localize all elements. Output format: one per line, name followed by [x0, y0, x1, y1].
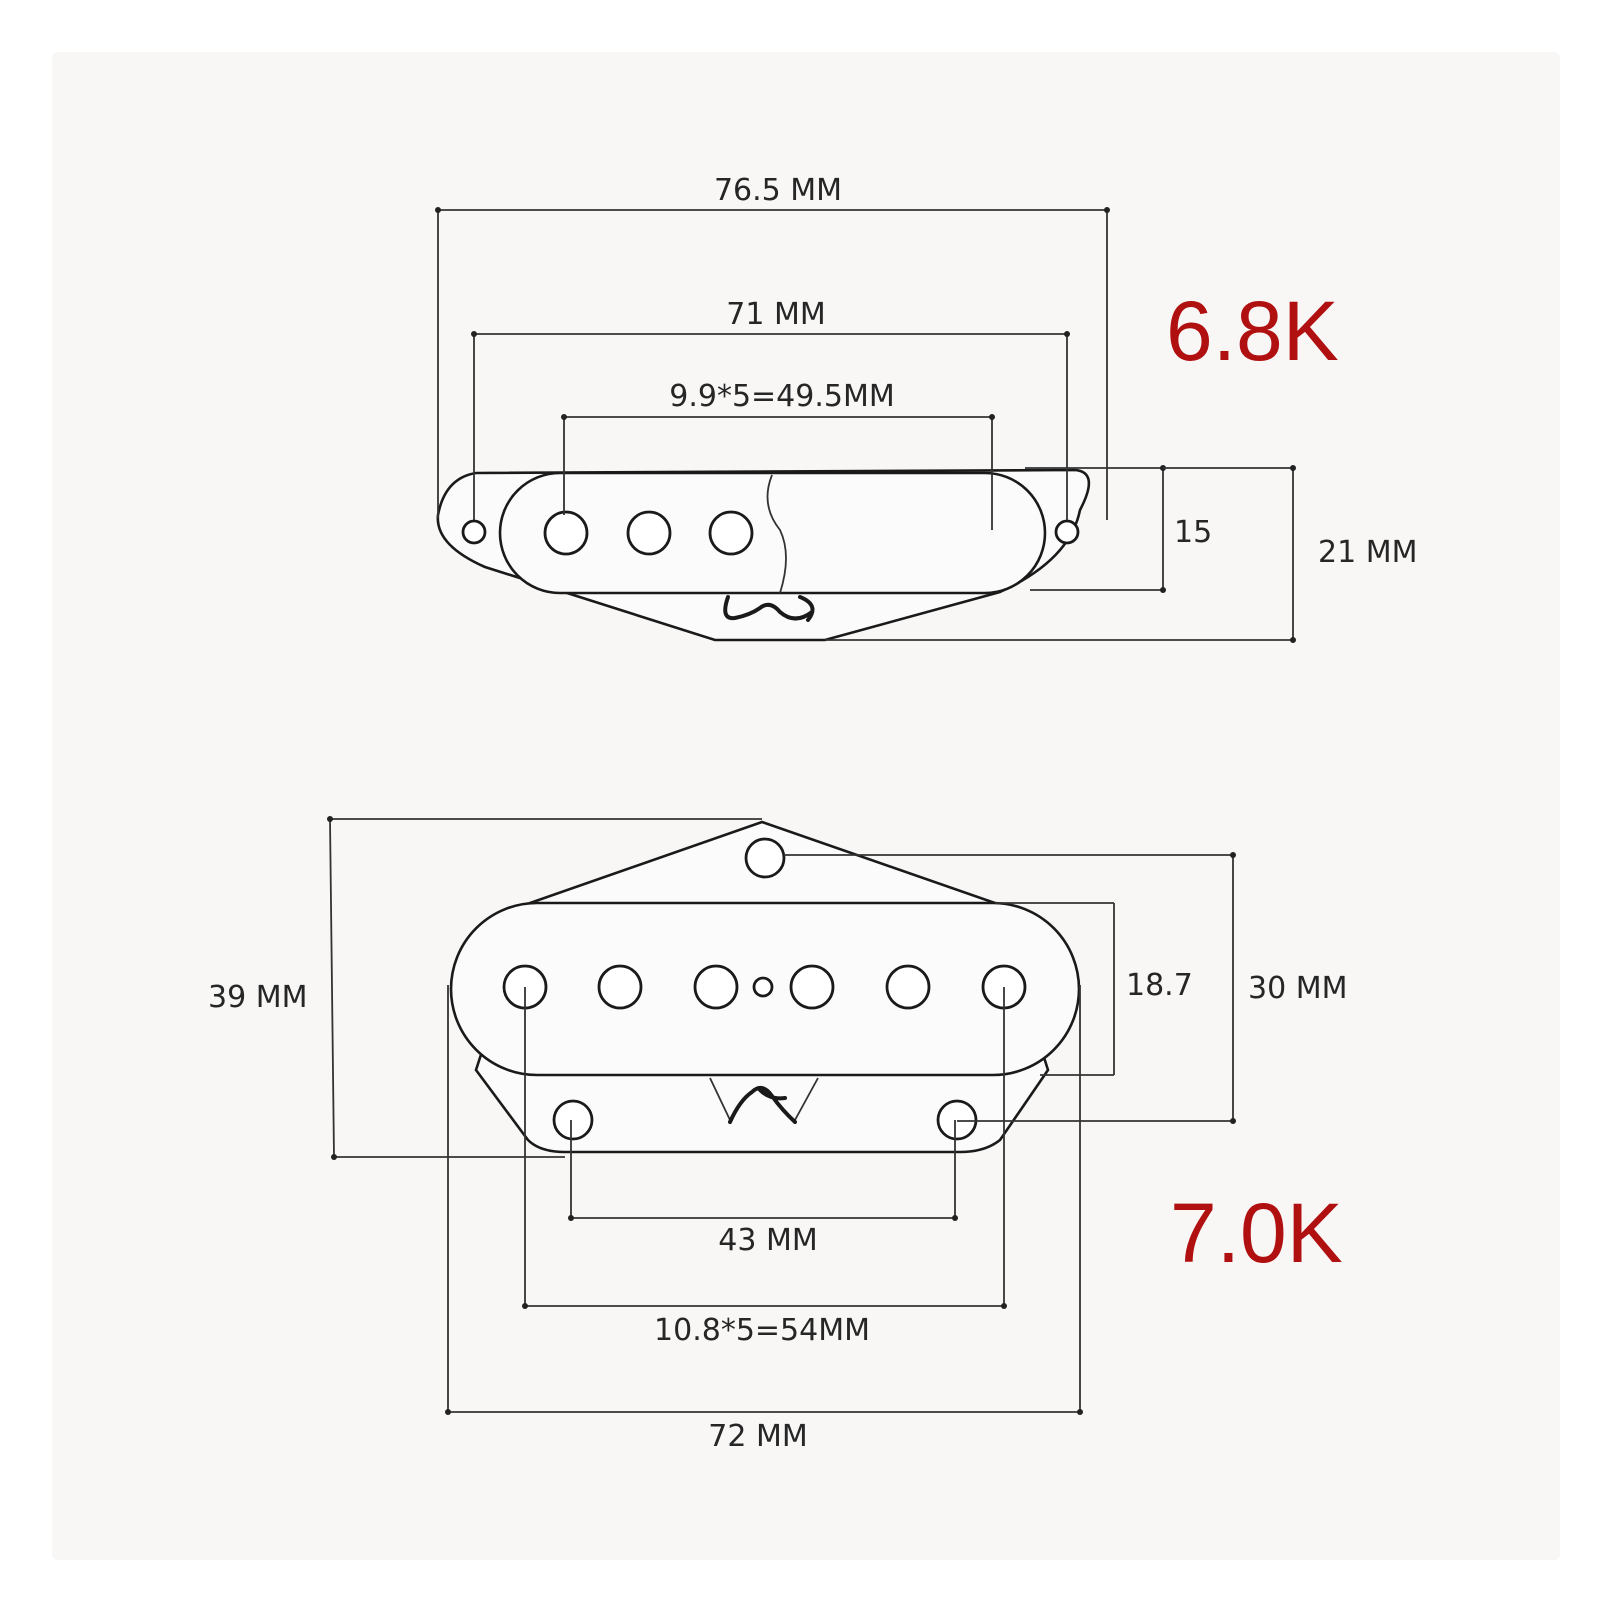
neck-total-height-label: 21 MM — [1318, 535, 1417, 570]
neck-resistance-label: 6.8K — [1166, 284, 1339, 378]
bridge-pole-5 — [885, 964, 931, 1010]
bridge-mount-hole-right — [936, 1099, 978, 1141]
neck-cover — [498, 471, 1047, 595]
neck-pole-2 — [626, 510, 672, 556]
bridge-mount-hole-left — [552, 1099, 594, 1141]
bridge-pole-3 — [693, 964, 739, 1010]
neck-cover-height-label: 15 — [1174, 515, 1212, 550]
bridge-resistance-label: 7.0K — [1170, 1186, 1343, 1280]
bridge-pole-2 — [597, 964, 643, 1010]
neck-pickup: 76.5 MM 71 MM 9.9*5=49.5MM 15 21 MM 6.8K — [435, 173, 1417, 643]
bridge-lead-wires — [728, 1085, 797, 1124]
bridge-pickup: 39 MM 18.7 30 MM 43 MM 10.8*5=54MM 72 MM… — [208, 816, 1347, 1454]
neck-overall-length-label: 76.5 MM — [714, 173, 842, 208]
neck-pole-1 — [543, 510, 589, 556]
bridge-mount-distance-label: 30 MM — [1248, 971, 1347, 1006]
neck-pole-spacing-label: 9.9*5=49.5MM — [669, 379, 895, 414]
bridge-overall-width-label: 39 MM — [208, 980, 307, 1015]
bridge-pole-4 — [789, 964, 835, 1010]
neck-dimension-lines — [435, 207, 1296, 643]
bridge-pole-spacing-label: 10.8*5=54MM — [654, 1313, 870, 1348]
bridge-overall-length-label: 72 MM — [708, 1419, 807, 1454]
neck-mount-hole-left — [461, 519, 487, 545]
bridge-bobbin-width-label: 18.7 — [1126, 968, 1193, 1003]
bridge-rear-hole-spacing-label: 43 MM — [718, 1223, 817, 1258]
diagram-panel — [52, 52, 1560, 1560]
bridge-mount-hole-top — [744, 837, 786, 879]
bridge-dimension-lines — [327, 816, 1236, 1415]
neck-pole-3 — [708, 510, 754, 556]
neck-cutaway-line — [766, 474, 787, 594]
neck-lead-wires — [723, 595, 815, 622]
bridge-lead-tabs — [709, 1077, 819, 1121]
bridge-center-screw — [752, 976, 774, 998]
neck-mount-spacing-label: 71 MM — [726, 297, 825, 332]
neck-mount-hole-right — [1054, 519, 1080, 545]
